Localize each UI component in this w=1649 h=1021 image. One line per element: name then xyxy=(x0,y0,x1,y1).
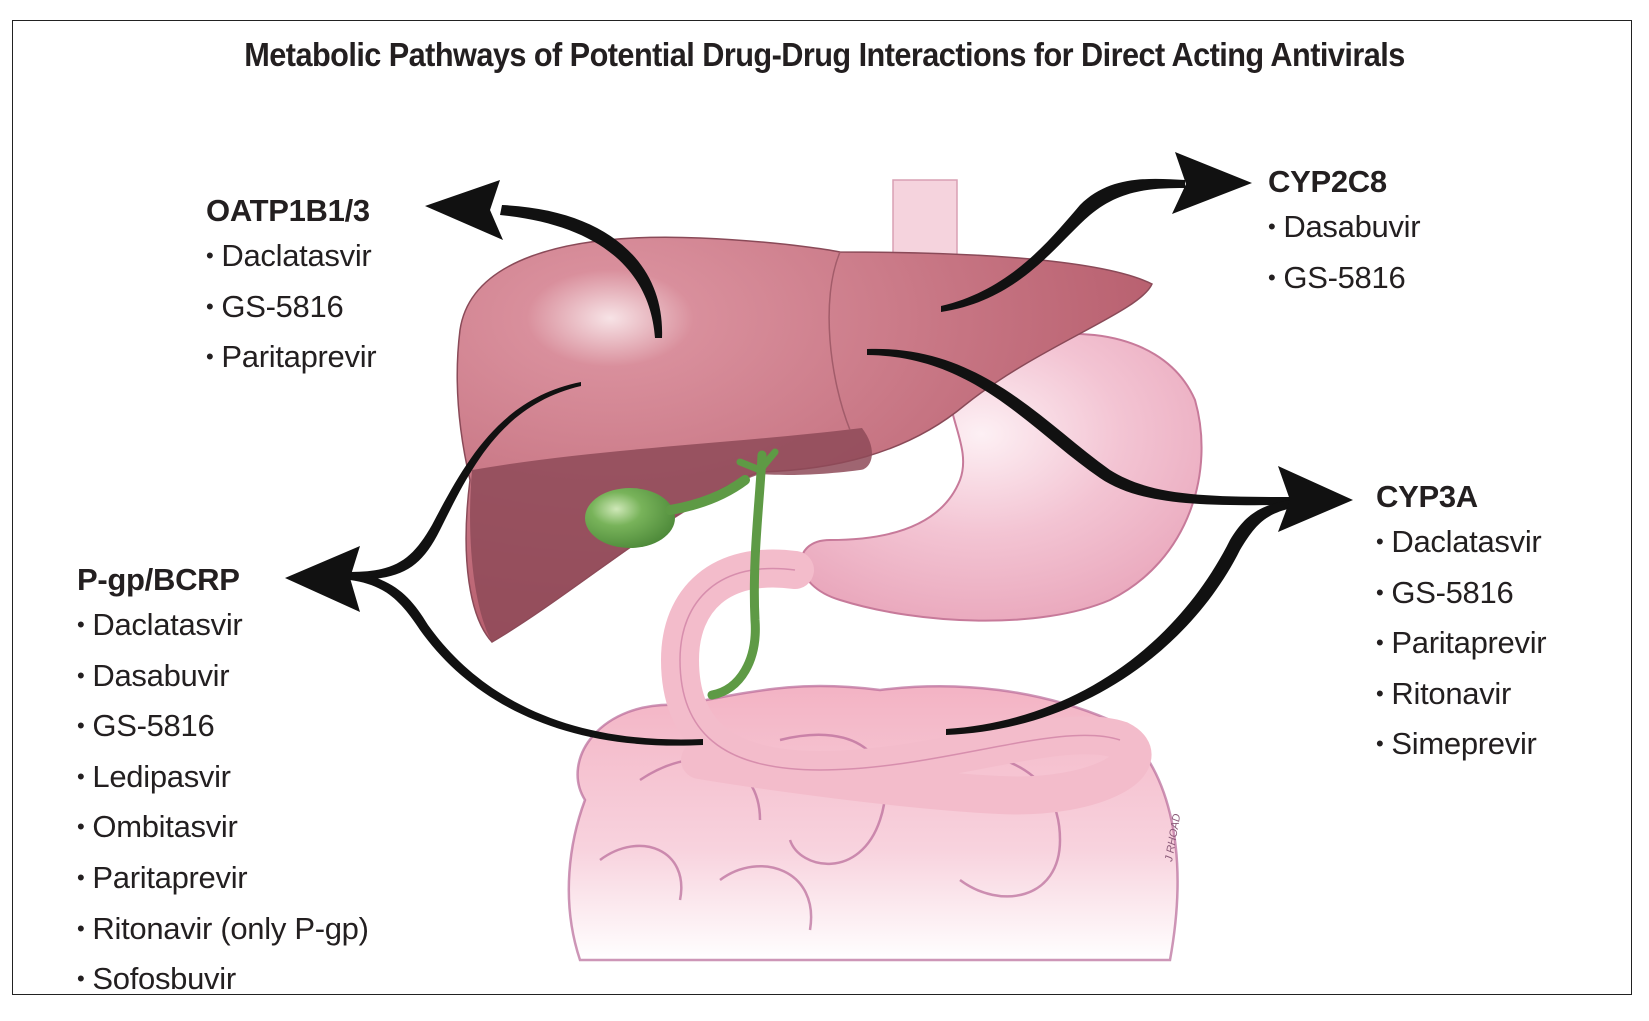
drug-item: Dasabuvir xyxy=(77,652,369,703)
drug-list: DasabuvirGS-5816 xyxy=(1268,203,1420,304)
pathway-heading: P-gp/BCRP xyxy=(77,562,240,597)
drug-item: Sofosbuvir xyxy=(77,955,369,1006)
gallbladder xyxy=(585,488,675,548)
drug-item: Ledipasvir xyxy=(77,753,369,804)
drug-item: Paritaprevir xyxy=(1376,619,1546,670)
pathway-pgp-bcrp: P-gp/BCRP DaclatasvirDasabuvirGS-5816Ledi… xyxy=(77,561,369,1006)
figure-border xyxy=(12,20,1632,995)
drug-item: GS-5816 xyxy=(1268,254,1420,305)
liver-underside xyxy=(470,428,872,642)
esophagus xyxy=(892,179,958,263)
figure-title: Metabolic Pathways of Potential Drug-Dru… xyxy=(244,36,1405,73)
pathway-oatp1b1-3: OATP1B1/3DaclatasvirGS-5816Paritaprevir xyxy=(206,192,377,384)
pathway-heading: CYP3A xyxy=(1376,479,1478,514)
drug-item: Dasabuvir xyxy=(1268,203,1420,254)
drug-item: Daclatasvir xyxy=(77,601,369,652)
drug-list: DaclatasvirGS-5816ParitaprevirRitonavirS… xyxy=(1376,518,1546,771)
pathway-cyp3a: CYP3A DaclatasvirGS-5816ParitaprevirRiton… xyxy=(1376,478,1547,771)
drug-item: Paritaprevir xyxy=(206,333,376,384)
pathway-cyp2c8: CYP2C8DasabuvirGS-5816 xyxy=(1268,163,1421,304)
pathway-heading: CYP2C8 xyxy=(1268,164,1387,199)
drug-item: Ritonavir (only P-gp) xyxy=(77,905,369,956)
drug-item: Ritonavir xyxy=(1376,670,1546,721)
stomach xyxy=(800,332,1203,622)
arrow-pgp-lower xyxy=(350,572,703,746)
pathway-heading: OATP1B1/3 xyxy=(206,193,370,228)
drug-item: GS-5816 xyxy=(77,702,369,753)
drug-item: GS-5816 xyxy=(206,283,376,334)
arrow-oatp xyxy=(500,205,663,338)
arrowhead-cyp2c8-icon xyxy=(1172,152,1252,214)
arrowhead-oatp-icon xyxy=(425,180,503,240)
drug-item: GS-5816 xyxy=(1376,569,1546,620)
arrow-cyp3a-lower xyxy=(946,500,1292,735)
arrowhead-cyp3a-icon xyxy=(1278,466,1353,532)
bile-duct xyxy=(707,450,767,700)
drug-item: Paritaprevir xyxy=(77,854,369,905)
drug-item: Daclatasvir xyxy=(1376,518,1546,569)
drug-list: DaclatasvirDasabuvirGS-5816LedipasvirOmb… xyxy=(77,601,369,1006)
drug-item: Ombitasvir xyxy=(77,803,369,854)
arrowhead-pgp-icon xyxy=(285,546,360,612)
drug-item: Simeprevir xyxy=(1376,720,1546,771)
arrows xyxy=(285,152,1353,746)
arrow-cyp2c8 xyxy=(941,178,1185,312)
drug-list: DaclatasvirGS-5816Paritaprevir xyxy=(206,232,376,384)
drug-item: Daclatasvir xyxy=(206,232,376,283)
